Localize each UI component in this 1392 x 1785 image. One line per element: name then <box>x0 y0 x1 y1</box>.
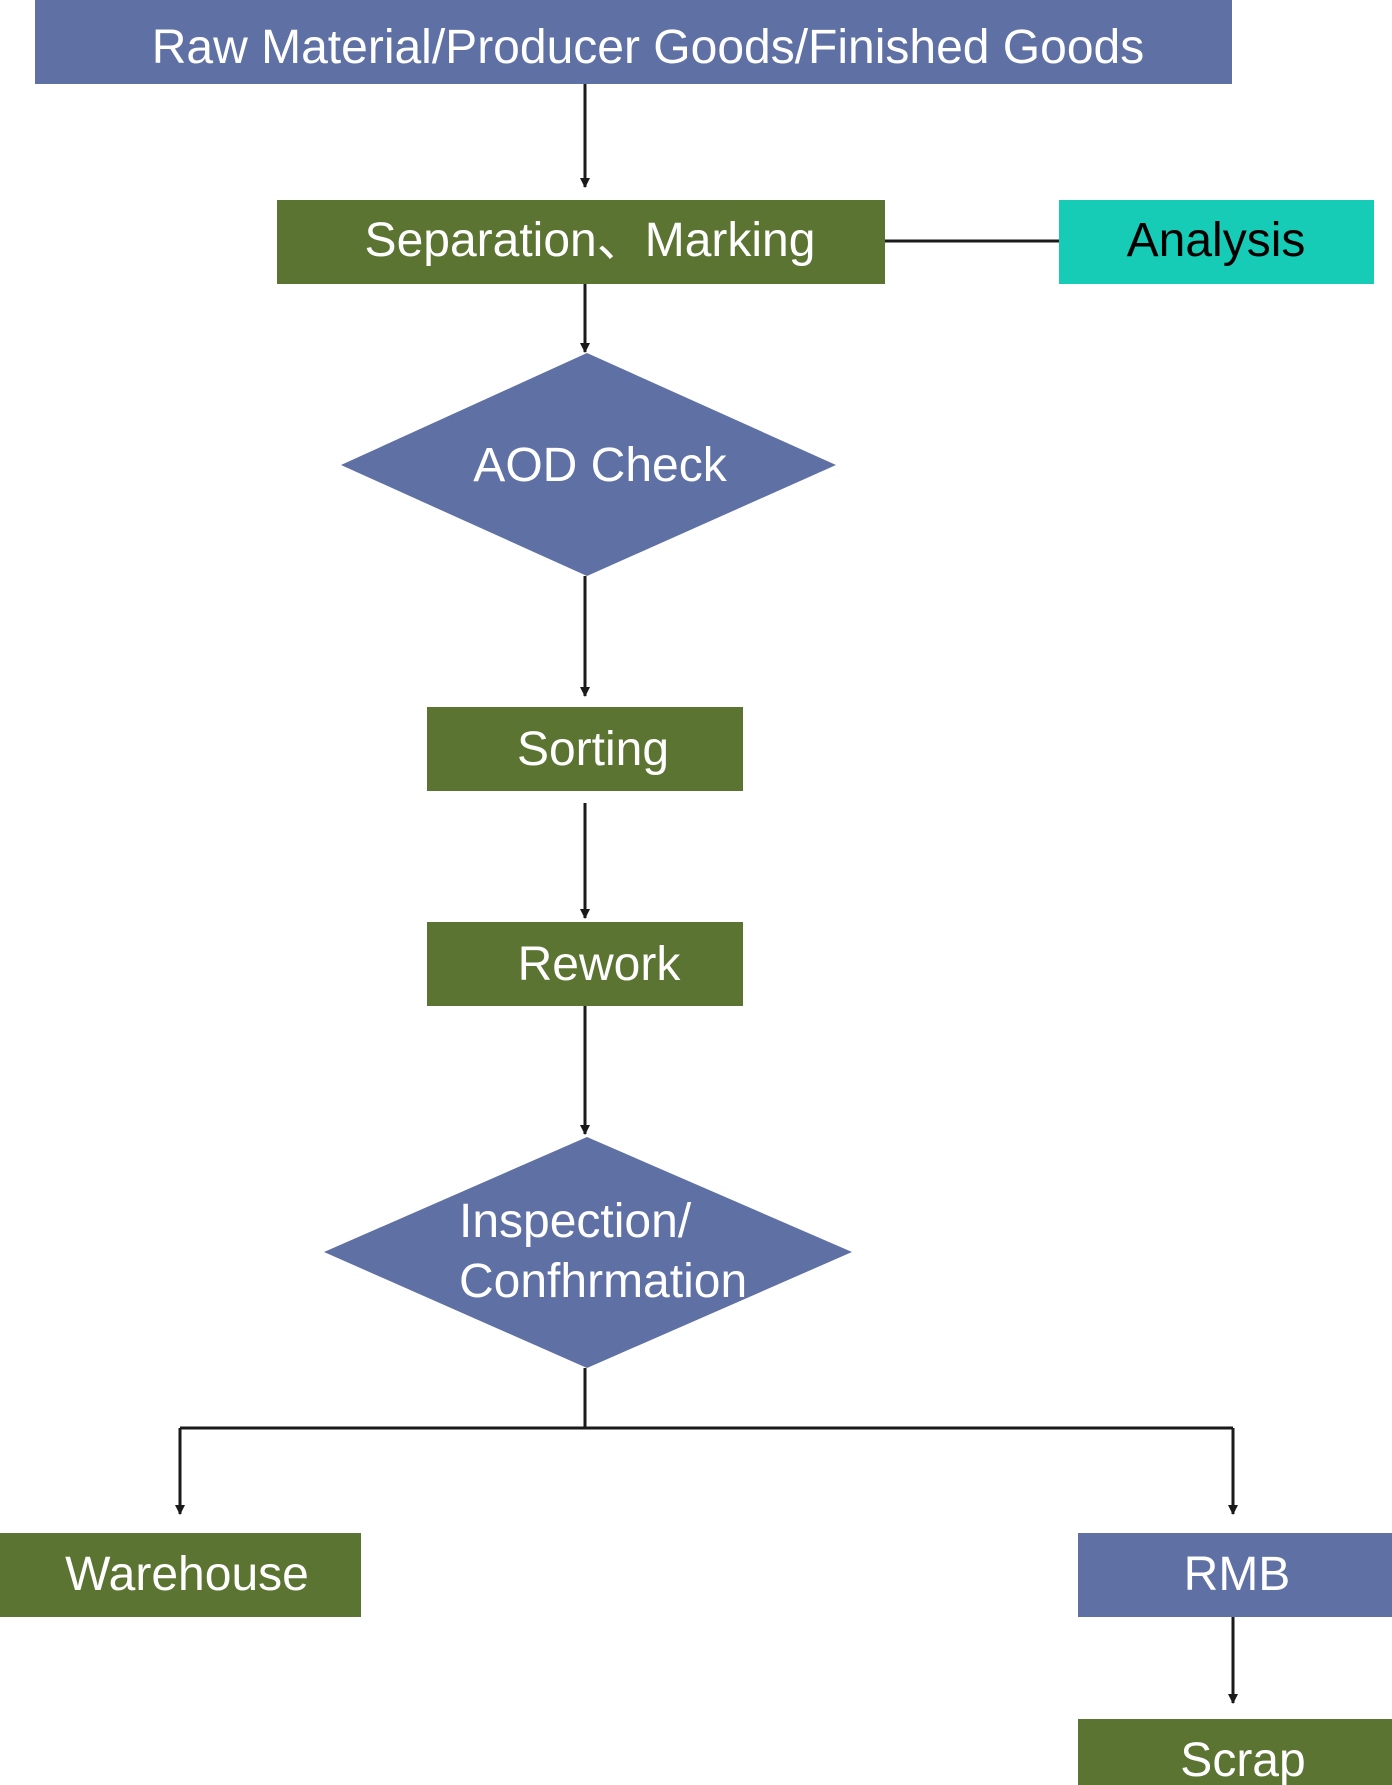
warehouse-box <box>0 1533 361 1617</box>
separation-marking-node: Separation、Marking <box>277 200 885 284</box>
rmb-box <box>1078 1533 1392 1617</box>
aod-check-node: AOD Check <box>341 353 836 576</box>
scrap-label: Scrap <box>1180 1734 1305 1785</box>
scrap-box <box>1078 1719 1392 1785</box>
source-node: Raw Material/Producer Goods/Finished Goo… <box>35 0 1232 84</box>
rework-label: Rework <box>518 938 682 991</box>
source-box <box>35 0 1232 84</box>
inspection-label-line1: Inspection/ <box>459 1195 692 1248</box>
sorting-box <box>427 707 743 791</box>
inspection-label-line2: Confhrmation <box>459 1255 747 1308</box>
sorting-label: Sorting <box>517 723 669 776</box>
aod-check-label: AOD Check <box>473 439 727 492</box>
rmb-node: RMB <box>1078 1533 1392 1617</box>
inspection-node: Inspection/ Confhrmation <box>324 1137 852 1368</box>
analysis-box <box>1059 200 1374 284</box>
scrap-node: Scrap <box>1078 1719 1392 1785</box>
source-label: Raw Material/Producer Goods/Finished Goo… <box>152 21 1144 74</box>
rmb-label: RMB <box>1184 1548 1291 1601</box>
aod-check-diamond <box>341 353 836 576</box>
analysis-label: Analysis <box>1127 214 1306 267</box>
sorting-node: Sorting <box>427 707 743 791</box>
rework-box <box>427 922 743 1006</box>
warehouse-node: Warehouse <box>0 1533 361 1617</box>
inspection-diamond <box>324 1137 852 1368</box>
rework-node: Rework <box>427 922 743 1006</box>
warehouse-label: Warehouse <box>65 1548 309 1601</box>
analysis-node: Analysis <box>1059 200 1374 284</box>
separation-marking-box <box>277 200 885 284</box>
separation-marking-label: Separation、Marking <box>365 214 816 267</box>
